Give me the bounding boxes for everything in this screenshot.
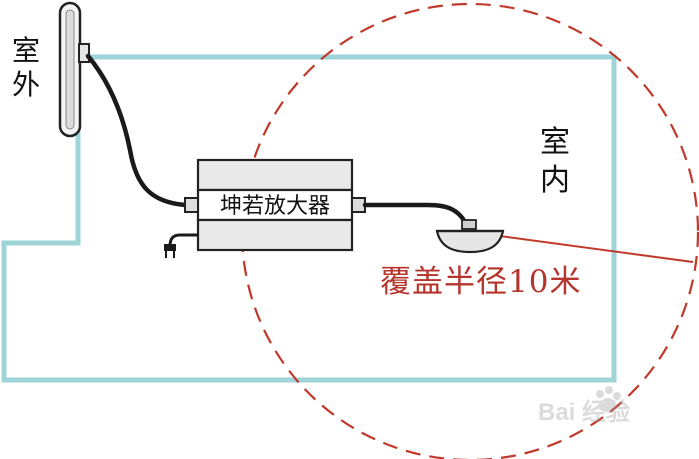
paw-icon xyxy=(596,386,621,412)
indoor-cable xyxy=(362,202,468,225)
indoor-label-line1: 室 xyxy=(540,125,570,160)
watermark-text: Bai 经验 xyxy=(538,398,630,426)
power-plug-icon xyxy=(164,233,198,258)
outdoor-label-line1: 室 xyxy=(12,34,40,67)
amplifier-label: 坤若放大器 xyxy=(220,194,330,219)
outdoor-label-line2: 外 xyxy=(12,68,40,101)
radius-line xyxy=(469,231,694,263)
watermark-logo: Bai 经验 xyxy=(538,386,630,426)
coverage-circle xyxy=(240,2,699,459)
room-outline xyxy=(1,54,617,383)
antenna-cable xyxy=(85,53,188,208)
indoor-label-line2: 内 xyxy=(540,163,570,198)
coverage-label: 覆盖半径10米 xyxy=(380,264,581,300)
ceiling-antenna-icon xyxy=(435,219,505,254)
amplifier-icon xyxy=(184,158,366,252)
outdoor-antenna-icon xyxy=(58,1,90,138)
